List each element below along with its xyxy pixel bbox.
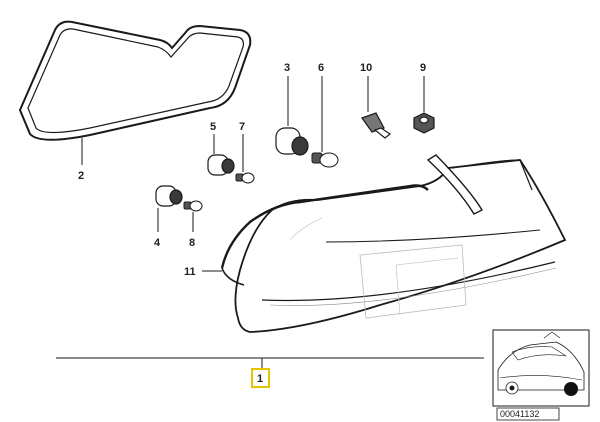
bulb-socket-part-4[interactable] — [155, 185, 183, 207]
label-6: 6 — [318, 62, 324, 74]
screw-part-10[interactable] — [361, 112, 392, 139]
label-11: 11 — [184, 266, 196, 278]
gasket-part-2[interactable] — [18, 20, 252, 141]
label-2: 2 — [78, 170, 84, 182]
bulb-socket-part-3[interactable] — [275, 127, 309, 156]
bulb-part-6[interactable] — [311, 152, 339, 168]
reference-code: 00041132 — [500, 409, 539, 419]
reference-code-box — [496, 407, 560, 421]
bulb-part-8[interactable] — [183, 200, 203, 212]
label-7: 7 — [239, 121, 245, 133]
location-marker-icon — [564, 382, 578, 396]
label-4: 4 — [154, 237, 161, 249]
bulb-socket-part-5[interactable] — [207, 154, 235, 176]
label-1[interactable]: 1 — [257, 373, 263, 385]
car-location-inset — [492, 329, 590, 407]
seal-strip-part-11[interactable] — [220, 184, 429, 286]
label-1-highlight-box — [251, 368, 270, 388]
label-5: 5 — [210, 121, 216, 133]
label-9: 9 — [420, 62, 426, 74]
label-8: 8 — [189, 237, 195, 249]
label-3: 3 — [284, 62, 290, 74]
tail-light-part-1[interactable] — [234, 154, 567, 333]
bulb-part-7[interactable] — [235, 172, 255, 184]
nut-part-9[interactable] — [413, 112, 435, 134]
label-10: 10 — [360, 62, 372, 74]
